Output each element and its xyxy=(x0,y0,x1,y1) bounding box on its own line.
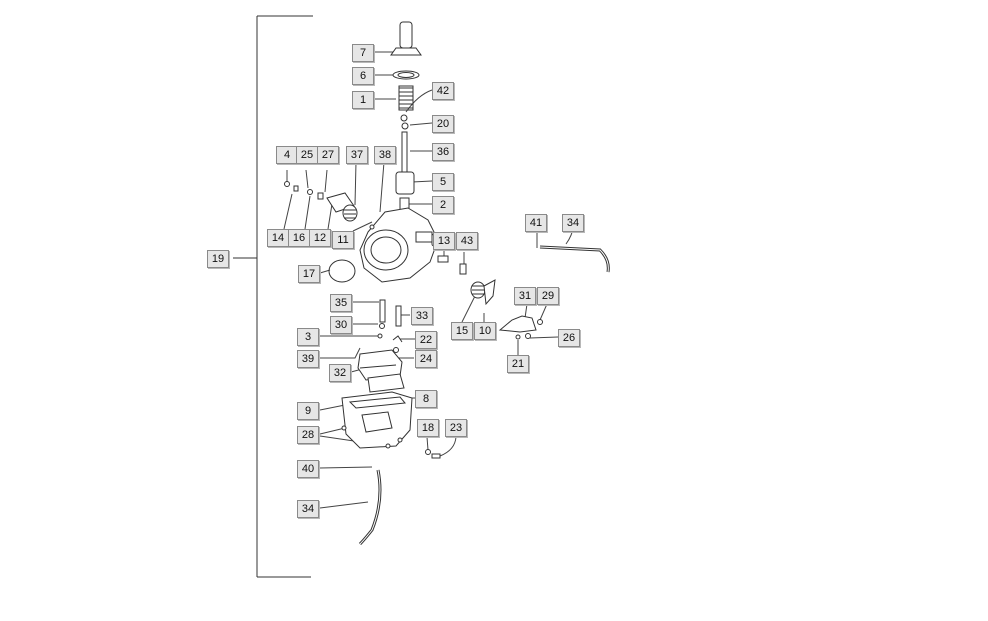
callout-29: 29 xyxy=(537,287,559,305)
callout-26: 26 xyxy=(558,329,580,347)
floats xyxy=(357,349,405,393)
callout-24: 24 xyxy=(415,350,437,368)
callout-5: 5 xyxy=(432,173,454,191)
callout-4: 4 xyxy=(276,146,298,164)
callout-20: 20 xyxy=(432,115,454,133)
callout-18: 18 xyxy=(417,419,439,437)
callout-7: 7 xyxy=(352,44,374,62)
throttle-linkage xyxy=(459,263,543,340)
callout-22: 22 xyxy=(415,331,437,349)
callout-34-top: 34 xyxy=(562,214,584,232)
callout-41: 41 xyxy=(525,214,547,232)
callout-17: 17 xyxy=(298,265,320,283)
callout-43: 43 xyxy=(456,232,478,250)
callout-2: 2 xyxy=(432,196,454,214)
callout-19: 19 xyxy=(207,250,229,268)
callout-35: 35 xyxy=(330,294,352,312)
callout-34-bottom: 34 xyxy=(297,500,319,518)
callout-40: 40 xyxy=(297,460,319,478)
callout-16: 16 xyxy=(288,229,310,247)
jets xyxy=(377,299,403,353)
callout-36: 36 xyxy=(432,143,454,161)
callout-8: 8 xyxy=(415,390,437,408)
float-bowl xyxy=(341,391,413,449)
callout-28: 28 xyxy=(297,426,319,444)
callout-42: 42 xyxy=(432,82,454,100)
callout-37: 37 xyxy=(346,146,368,164)
callout-10: 10 xyxy=(474,322,496,340)
callout-39: 39 xyxy=(297,350,319,368)
callout-3: 3 xyxy=(297,328,319,346)
callout-9: 9 xyxy=(297,402,319,420)
callout-31: 31 xyxy=(514,287,536,305)
leader-lines xyxy=(283,51,575,509)
callout-23: 23 xyxy=(445,419,467,437)
callout-25: 25 xyxy=(296,146,318,164)
callout-33: 33 xyxy=(411,307,433,325)
callout-12: 12 xyxy=(309,229,331,247)
callout-13: 13 xyxy=(433,232,455,250)
cap-and-spring xyxy=(390,21,422,211)
callout-30: 30 xyxy=(330,316,352,334)
assembly-bracket xyxy=(233,15,313,578)
callout-1: 1 xyxy=(352,91,374,109)
callout-32: 32 xyxy=(329,364,351,382)
o-ring xyxy=(328,259,356,283)
callout-38: 38 xyxy=(374,146,396,164)
callout-11: 11 xyxy=(332,231,354,249)
drain-screw xyxy=(425,449,441,459)
callout-27: 27 xyxy=(317,146,339,164)
callout-6: 6 xyxy=(352,67,374,85)
callout-14: 14 xyxy=(267,229,289,247)
callout-21: 21 xyxy=(507,355,529,373)
choke-parts xyxy=(284,181,375,230)
callout-15: 15 xyxy=(451,322,473,340)
